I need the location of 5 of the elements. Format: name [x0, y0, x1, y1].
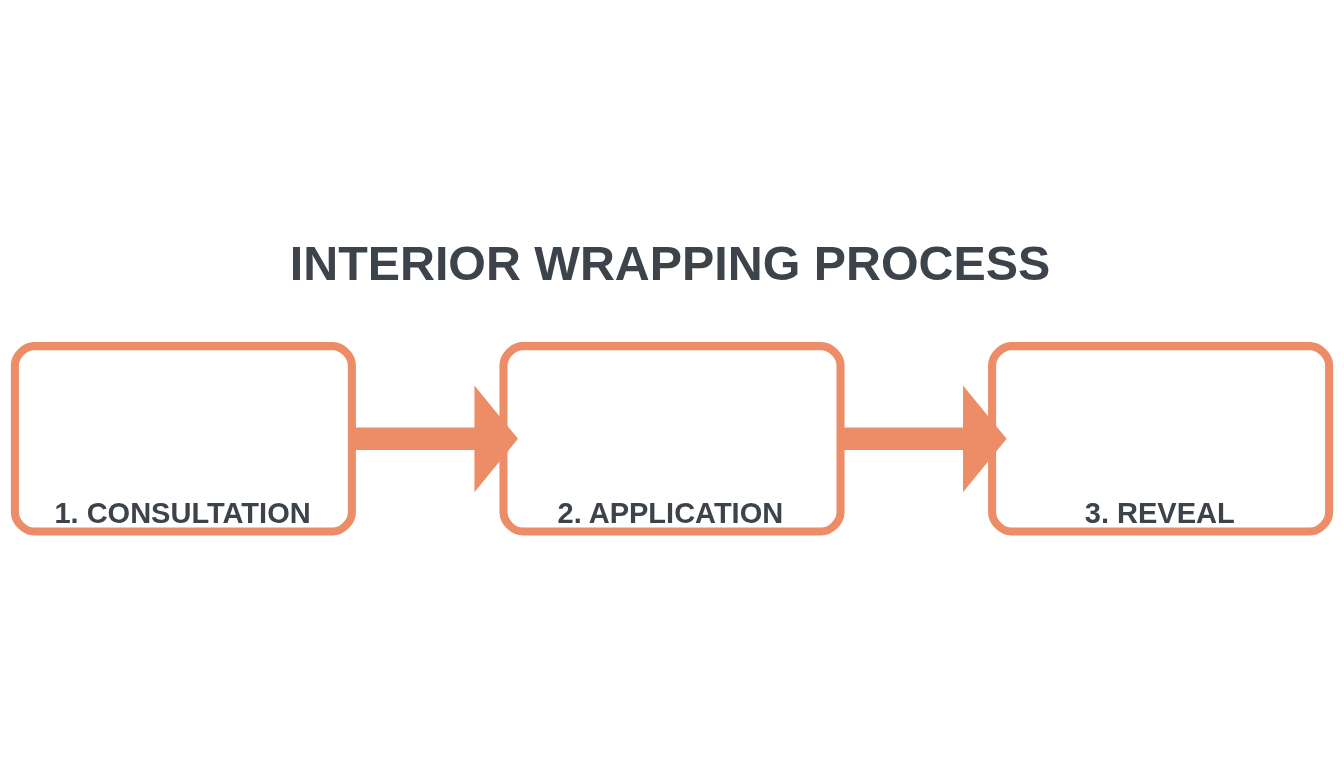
- arrow: [352, 385, 519, 493]
- diagram-title: INTERIOR WRAPPING PROCESS: [289, 235, 1051, 290]
- node-box: 1. CONSULTATION: [10, 342, 356, 536]
- node-box: 2. APPLICATION: [499, 342, 845, 536]
- node-box: 3. REVEAL: [988, 342, 1334, 536]
